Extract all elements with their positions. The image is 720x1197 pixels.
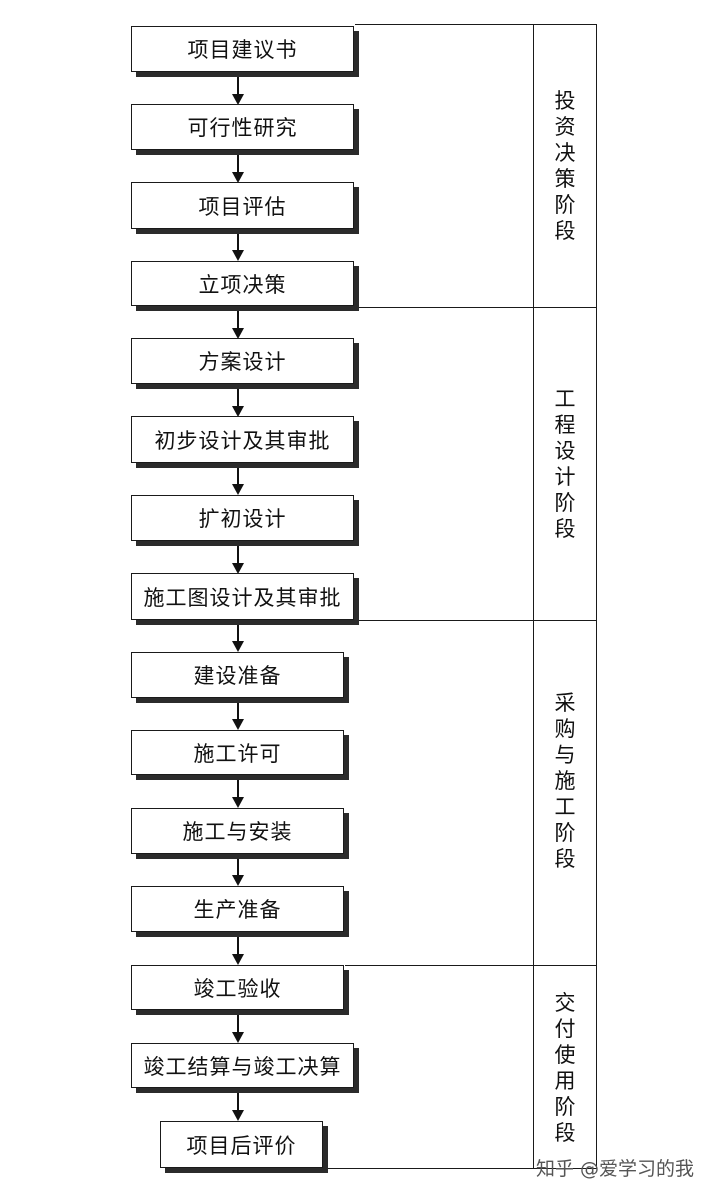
step-box-construction-permit: 施工许可 — [131, 730, 344, 775]
watermark: 知乎 @爱学习的我 — [536, 1158, 695, 1180]
phase-column-right-line — [596, 24, 597, 1169]
phase-label-engineering-design: 工程设计阶段 — [554, 387, 576, 541]
phase-column-left-line — [533, 24, 534, 1169]
step-box-scheme-design: 方案设计 — [131, 338, 354, 384]
frame-top-line — [355, 24, 597, 25]
phase-label-procurement-construction: 采购与施工阶段 — [554, 691, 576, 871]
phase-divider-2 — [355, 620, 597, 621]
step-box-project-decision: 立项决策 — [131, 261, 354, 306]
step-box-preliminary-design: 初步设计及其审批 — [131, 416, 354, 463]
step-box-project-proposal: 项目建议书 — [131, 26, 354, 72]
step-box-production-prep: 生产准备 — [131, 886, 344, 932]
frame-bottom-line — [324, 1168, 597, 1169]
phase-divider-3 — [345, 965, 597, 966]
step-box-completion-acceptance: 竣工验收 — [131, 965, 344, 1010]
phase-label-delivery-use: 交付使用阶段 — [554, 991, 576, 1145]
phase-divider-1 — [355, 307, 597, 308]
step-box-construction-drawing: 施工图设计及其审批 — [131, 573, 354, 620]
step-box-final-accounts: 竣工结算与竣工决算 — [131, 1043, 354, 1088]
phase-label-investment-decision: 投资决策阶段 — [554, 89, 576, 243]
step-box-feasibility-study: 可行性研究 — [131, 104, 354, 150]
step-box-post-evaluation: 项目后评价 — [160, 1121, 323, 1168]
step-box-construction-prep: 建设准备 — [131, 652, 344, 698]
step-box-construction-install: 施工与安装 — [131, 808, 344, 854]
step-box-project-evaluation: 项目评估 — [131, 182, 354, 229]
step-box-extended-design: 扩初设计 — [131, 495, 354, 541]
